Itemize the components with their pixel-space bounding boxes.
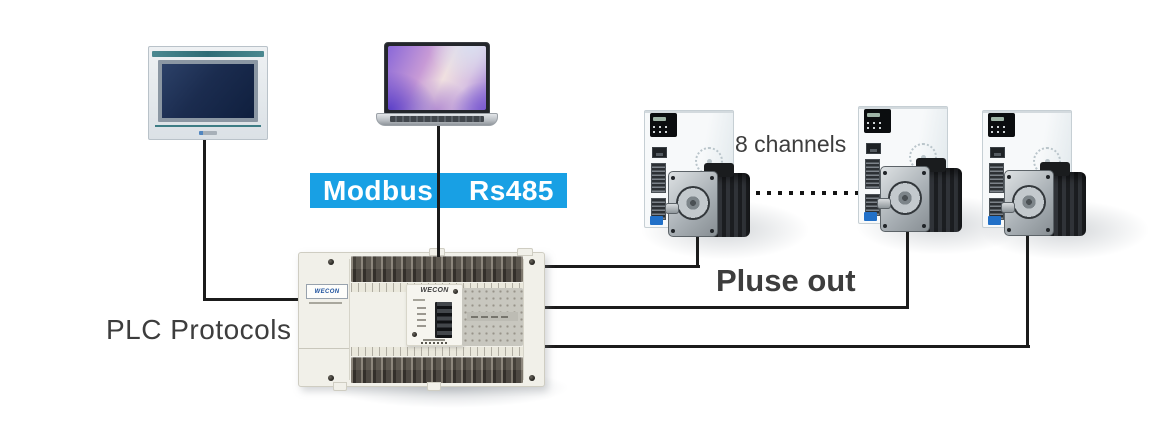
motor-shaft bbox=[1001, 202, 1015, 213]
label-plc-protocols: PLC Protocols bbox=[106, 314, 292, 345]
hmi-top-accent bbox=[152, 51, 264, 57]
screw-icon bbox=[529, 259, 535, 265]
dotted-continuation-line bbox=[745, 191, 861, 195]
plc-brand-logo: WECON bbox=[420, 287, 449, 294]
plc-side-brand: WECON bbox=[306, 284, 348, 299]
plc-led-label bbox=[417, 325, 426, 327]
wire-hmi-to-plc bbox=[203, 298, 300, 301]
ethernet-port bbox=[990, 147, 1005, 158]
wire-pulse-3-vertical bbox=[1026, 235, 1029, 348]
plc-expansion-panel bbox=[462, 288, 523, 346]
plc-controller: WECON WECON bbox=[298, 248, 545, 391]
plc-com-connector bbox=[435, 302, 452, 338]
drive-connector bbox=[651, 163, 666, 193]
drive-connector bbox=[989, 163, 1004, 193]
drive-connector bbox=[989, 198, 1004, 220]
motor-shaft-ring bbox=[1012, 185, 1046, 219]
wire-pulse-2-horizontal bbox=[540, 306, 909, 309]
label-pulse-out: Pluse out bbox=[716, 263, 856, 298]
drive-led-row bbox=[653, 131, 670, 133]
servo-motor-3 bbox=[1001, 162, 1086, 242]
servo-motor-2 bbox=[877, 158, 962, 238]
motor-shaft-ring bbox=[676, 186, 710, 220]
plc-label-strip-bottom bbox=[351, 347, 523, 356]
plc-mount-tab bbox=[517, 248, 533, 256]
drive-brand-logo-icon bbox=[650, 216, 663, 225]
hmi-touch-panel bbox=[148, 46, 268, 140]
plc-foot-tab bbox=[427, 382, 441, 391]
drive-segment-display bbox=[653, 117, 666, 121]
rs485-label: Rs485 bbox=[468, 174, 554, 206]
drive-display bbox=[650, 113, 677, 137]
plc-foot-tab bbox=[333, 382, 347, 391]
motor-shaft bbox=[877, 198, 891, 209]
drive-display bbox=[864, 109, 891, 133]
motor-shaft-ring bbox=[888, 181, 922, 215]
plc-left-seam bbox=[349, 259, 350, 380]
drive-top-edge bbox=[983, 111, 1071, 113]
label-8-channels: 8 channels bbox=[735, 131, 847, 157]
plc-module-text bbox=[423, 339, 445, 341]
plc-side-model-text bbox=[309, 302, 342, 304]
hmi-brand-logo-icon bbox=[199, 131, 217, 135]
drive-top-edge bbox=[645, 111, 733, 113]
wire-laptop-to-plc bbox=[437, 126, 440, 257]
wire-pulse-1-vertical bbox=[696, 235, 699, 268]
drive-brand-logo-icon bbox=[864, 212, 877, 221]
plc-module-led-row bbox=[421, 342, 447, 344]
ethernet-port bbox=[652, 147, 667, 158]
drive-brand-logo-icon bbox=[988, 216, 1001, 225]
plc-terminal-strip-top bbox=[351, 256, 523, 282]
plc-terminal-strip-bottom bbox=[351, 357, 523, 383]
modbus-label: Modbus bbox=[323, 174, 434, 206]
plc-led-label bbox=[417, 319, 426, 321]
plc-right-seam bbox=[523, 259, 524, 380]
plc-model-text bbox=[413, 299, 425, 301]
screw-icon bbox=[412, 332, 417, 337]
screw-icon bbox=[453, 289, 458, 294]
plc-led-label bbox=[417, 307, 426, 309]
screw-icon bbox=[328, 375, 334, 381]
servo-motor-1 bbox=[665, 163, 750, 243]
motor-shaft bbox=[665, 203, 679, 214]
wire-pulse-1-horizontal bbox=[540, 265, 700, 268]
laptop-keyboard-deck bbox=[376, 113, 498, 126]
wire-pulse-2-vertical bbox=[906, 230, 909, 309]
plc-cpu-module: WECON bbox=[406, 284, 463, 346]
drive-segment-display bbox=[991, 117, 1004, 121]
laptop-keyboard bbox=[390, 116, 484, 122]
plc-led-label bbox=[417, 313, 426, 315]
wire-hmi-vertical bbox=[203, 138, 206, 301]
drive-segment-display bbox=[867, 113, 880, 117]
laptop-screen bbox=[384, 42, 490, 114]
hmi-bottom-accent bbox=[155, 125, 261, 127]
drive-display bbox=[988, 113, 1015, 137]
wire-pulse-3-horizontal bbox=[540, 345, 1030, 348]
drive-connector bbox=[865, 159, 880, 189]
plc-left-divider bbox=[299, 348, 349, 349]
screw-icon bbox=[328, 259, 334, 265]
ethernet-port bbox=[866, 143, 881, 154]
drive-led-row bbox=[653, 126, 670, 128]
laptop-wallpaper bbox=[388, 46, 486, 110]
drive-led-row bbox=[991, 131, 1008, 133]
plc-side-brand-text: WECON bbox=[314, 288, 340, 295]
drive-led-row bbox=[991, 126, 1008, 128]
drive-led-row bbox=[867, 122, 884, 124]
drive-top-edge bbox=[859, 107, 947, 109]
screw-icon bbox=[529, 375, 535, 381]
hmi-screen bbox=[158, 60, 258, 122]
plc-expansion-text bbox=[471, 316, 511, 318]
drive-led-row bbox=[867, 127, 884, 129]
